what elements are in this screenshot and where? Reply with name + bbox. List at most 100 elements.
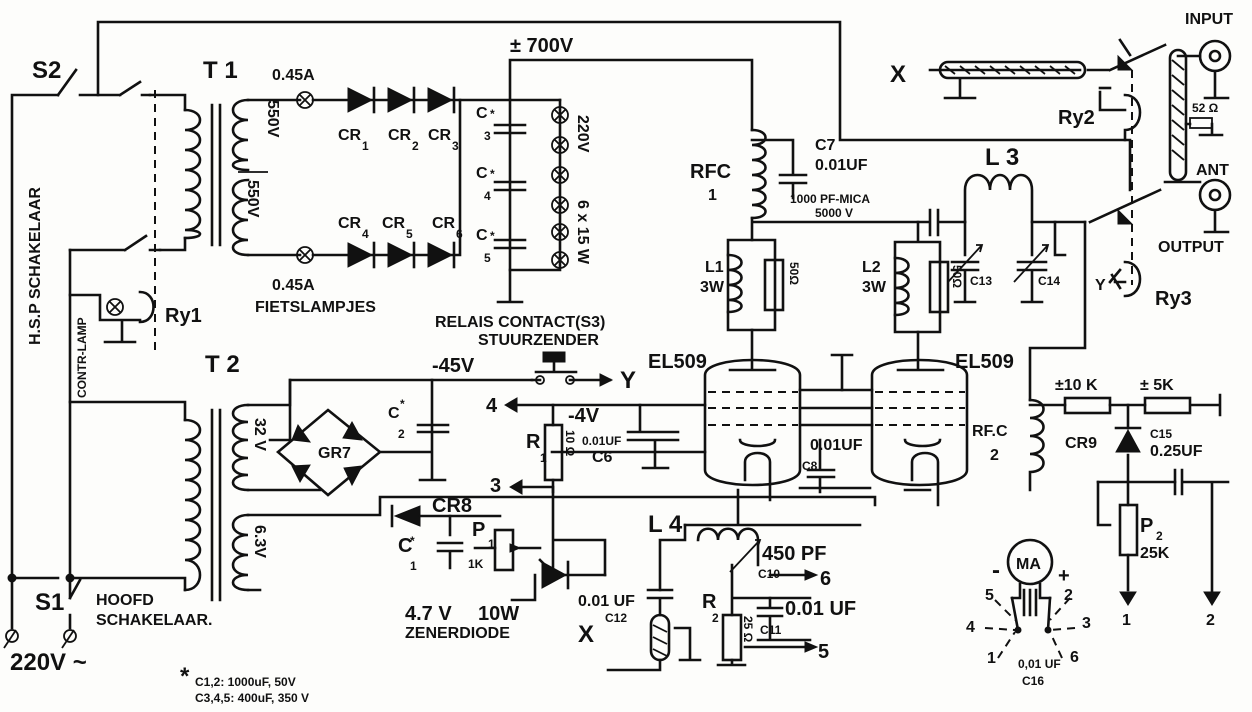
diode-cr9-icon — [1115, 428, 1141, 453]
label-p1: P — [472, 519, 485, 541]
label-minus-45v: -45V — [432, 355, 475, 377]
diode-cr3-icon — [427, 87, 454, 113]
label-p1-num: 1 — [488, 537, 495, 551]
label-cr5: CR — [382, 215, 406, 232]
label-out-1: 1 — [1122, 612, 1131, 629]
label-52-ohm: 52 Ω — [1192, 101, 1219, 115]
diode-cr8-icon — [393, 505, 421, 527]
label-output: OUTPUT — [1158, 239, 1224, 256]
label-450pf: 450 PF — [762, 543, 826, 565]
rectifier-diodes — [311, 86, 462, 269]
label-mains-220v: 220V ~ — [10, 649, 87, 676]
diode-cr5-icon — [387, 242, 414, 268]
label-cr1: CR — [338, 127, 362, 144]
label-meter-4: 4 — [966, 619, 975, 636]
coax-input-cable — [938, 60, 1087, 80]
label-x-c12: X — [578, 621, 594, 648]
asterisk-c3: * — [490, 107, 495, 121]
mains-terminal-2 — [63, 629, 77, 643]
label-s1: S1 — [35, 589, 64, 616]
label-l1: L1 — [705, 259, 724, 276]
cap-c3-icon — [493, 123, 527, 135]
label-c6-value: 0.01UF — [582, 434, 621, 448]
antenna-connector-icon — [1198, 178, 1232, 212]
label-5k: ± 5K — [1140, 377, 1174, 394]
antenna-relays — [928, 38, 1232, 298]
tube-el509-a — [703, 358, 802, 487]
label-meter-3: 3 — [1082, 615, 1091, 632]
label-c3-num: 3 — [484, 129, 491, 143]
label-ry3: Ry3 — [1155, 288, 1192, 310]
label-p2-num: 2 — [1156, 529, 1163, 543]
note-asterisk: * — [180, 663, 190, 690]
label-c12-value: 0.01 UF — [578, 593, 635, 610]
label-r1-value: 10 Ω — [563, 430, 577, 457]
label-lamps-6x15w: 6 x 15 W — [574, 200, 591, 265]
relay-ry1-coil — [138, 290, 155, 324]
diode-cr2-icon — [387, 87, 414, 113]
label-input: INPUT — [1185, 11, 1233, 28]
label-c5: C — [476, 227, 488, 244]
label-l3: L 3 — [985, 144, 1019, 171]
bridge-diode-4-icon — [343, 465, 363, 487]
label-r2-value: 25 Ω — [741, 616, 755, 643]
plate-circuit — [726, 128, 967, 370]
label-lamps-220v: 220V — [574, 115, 591, 153]
label-t1: T 1 — [203, 57, 238, 84]
label-c11: C11 — [760, 623, 782, 637]
label-ant: ANT — [1196, 162, 1229, 179]
label-cr2-num: 2 — [412, 139, 419, 153]
label-cr2: CR — [388, 127, 412, 144]
resistor-52-ohm — [1189, 117, 1213, 129]
label-ma: MA — [1016, 556, 1041, 573]
label-c8-value: 0.01UF — [810, 437, 863, 454]
cap-c5-icon — [493, 238, 527, 250]
bridge-diode-3-icon — [291, 464, 311, 484]
asterisk-c2: * — [400, 397, 405, 411]
label-x-input: X — [890, 61, 906, 88]
transformer-t1 — [183, 98, 302, 257]
bias-supply — [183, 351, 877, 602]
label-cr9: CR9 — [1065, 435, 1097, 452]
label-stuurzender: STUURZENDER — [478, 332, 599, 349]
switch-s2-a — [56, 68, 78, 97]
label-schakelaar: SCHAKELAAR. — [96, 612, 212, 629]
label-zener-watt: 10W — [478, 603, 519, 625]
label-mica-cap: 1000 PF-MICA — [790, 192, 870, 206]
label-hsp-switch: H.S.P SCHAKELAAR — [27, 187, 44, 345]
cap-c8-icon — [806, 438, 836, 494]
label-meter-minus: - — [992, 557, 1000, 584]
label-c6: C6 — [592, 449, 613, 466]
diode-cr4-icon — [347, 242, 374, 268]
label-y-stuur: Y — [620, 367, 636, 394]
label-node-5: 5 — [818, 641, 829, 663]
label-gr7: GR7 — [318, 445, 351, 462]
label-l4: L 4 — [648, 511, 683, 538]
label-c1: C — [398, 535, 412, 557]
tank-circuit — [947, 173, 1087, 402]
text-labels: S2 H.S.P SCHAKELAAR CONTR-LAMP Ry1 T 1 T… — [10, 11, 1233, 705]
label-10k: ±10 K — [1055, 377, 1098, 394]
label-c10: C10 — [758, 567, 780, 581]
label-relais-contact: RELAIS CONTACT(S3) — [435, 314, 605, 331]
label-fietslampjes: FIETSLAMPJES — [255, 299, 376, 316]
label-cr6: CR — [432, 215, 456, 232]
label-cr6-num: 6 — [456, 227, 463, 241]
label-c5-num: 5 — [484, 251, 491, 265]
label-el509-a: EL509 — [648, 351, 707, 373]
label-el509-b: EL509 — [955, 351, 1014, 373]
label-cr4-num: 4 — [362, 227, 369, 241]
label-control-lamp: CONTR-LAMP — [75, 317, 89, 398]
control-lamp-icon — [106, 298, 124, 316]
label-550v-b: 550V — [244, 180, 261, 218]
label-rfc1: RFC — [690, 161, 731, 183]
tube-el509-b — [870, 358, 969, 487]
asterisk-c4: * — [490, 167, 495, 181]
coax-relay-cable — [1168, 48, 1188, 182]
note-c345-rating: C3,4,5: 400uF, 350 V — [195, 691, 309, 705]
label-hv-700v: ± 700V — [510, 35, 574, 57]
label-c12: C12 — [605, 611, 627, 625]
label-6v3: 6.3V — [251, 525, 268, 558]
meter-section — [984, 393, 1230, 659]
